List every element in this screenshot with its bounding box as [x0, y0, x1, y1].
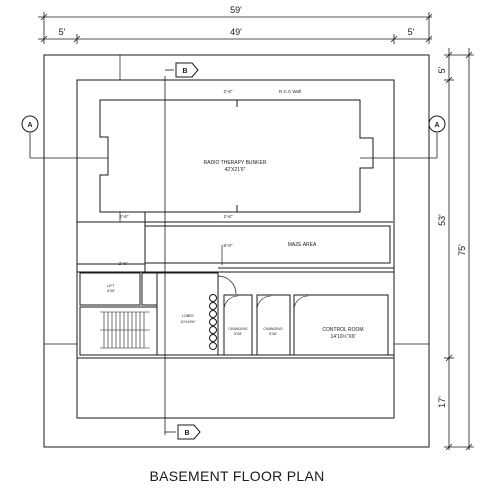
lift-lobby-wall — [141, 272, 158, 306]
door-swing — [217, 275, 237, 295]
drawing-title: BASEMENT FLOOR PLAN — [149, 468, 324, 484]
room-bunker-name: RADIO THERAPY BUNKER — [204, 160, 267, 166]
building-outline — [76, 79, 395, 419]
lift-shaft — [79, 272, 141, 306]
lobby-outline — [156, 272, 219, 356]
room-lift-size: 6'X6' — [107, 289, 115, 293]
room-changing-1-name: CHANGING — [228, 327, 248, 331]
room-lobby-size: 10'X16'6" — [180, 320, 196, 324]
door-swing — [256, 295, 272, 311]
dim-top-setback: 5' — [437, 66, 447, 73]
door-swing — [223, 295, 239, 311]
section-label-a-left: A — [27, 122, 32, 129]
dim-lower-depth: 17' — [437, 396, 447, 408]
section-lines — [29, 69, 438, 435]
dim-small-left: 2'-6" — [120, 214, 129, 219]
tick-marks — [44, 55, 429, 345]
dim-inner-width: 49' — [230, 27, 242, 37]
section-bubble-a-left — [21, 115, 39, 133]
dim-note-top: R.C.C Wall — [279, 89, 301, 94]
section-label-a-right: A — [434, 122, 439, 129]
room-control-size: 14'10½"X9' — [330, 333, 355, 340]
section-label-b-top: B — [182, 68, 187, 75]
room-bunker-size: 42'X21'6" — [225, 167, 246, 173]
room-lobby-name: LOBBY — [182, 314, 195, 318]
section-bubble-b-bottom — [177, 424, 201, 440]
right-dimension-lines — [444, 48, 474, 451]
site-boundary — [43, 54, 430, 448]
dim-small-top: 2'-6" — [224, 89, 233, 94]
door-swing — [293, 295, 309, 311]
room-changing-2-name: CHANGING — [263, 327, 283, 331]
dim-right-setback: 5' — [408, 27, 415, 37]
room-changing-1-size: 5'X8' — [234, 332, 242, 336]
changing-room-2-outline — [256, 294, 291, 356]
lower-zone-outline — [76, 357, 395, 419]
section-bubble-a-right — [428, 115, 446, 133]
changing-room-1-outline — [223, 294, 253, 356]
dim-small-8: 8'-0" — [224, 243, 233, 248]
bunker-inner-wall — [99, 99, 374, 213]
dim-overall-width: 59' — [230, 5, 242, 15]
dim-left-setback: 5' — [59, 27, 66, 37]
room-lift-name: LIFT — [107, 284, 115, 288]
control-room-outline — [293, 294, 389, 356]
section-label-b-bottom: B — [184, 430, 189, 437]
dim-small-mid: 2'-6" — [224, 214, 233, 219]
lobby-columns — [209, 294, 217, 350]
room-changing-2-size: 5'X8' — [269, 332, 277, 336]
dim-small-corridor: 2'-6" — [119, 261, 128, 266]
maze-area-outline — [144, 225, 391, 264]
top-dimension-lines — [38, 12, 433, 44]
dim-upper-depth: 53' — [437, 214, 447, 226]
room-maze-name: MAZE AREA — [288, 242, 317, 248]
dim-overall-depth: 75' — [457, 244, 467, 256]
stair-treads — [100, 311, 150, 349]
section-bubble-b-top — [175, 62, 199, 78]
room-control-name: CONTROL ROOM — [322, 327, 363, 333]
